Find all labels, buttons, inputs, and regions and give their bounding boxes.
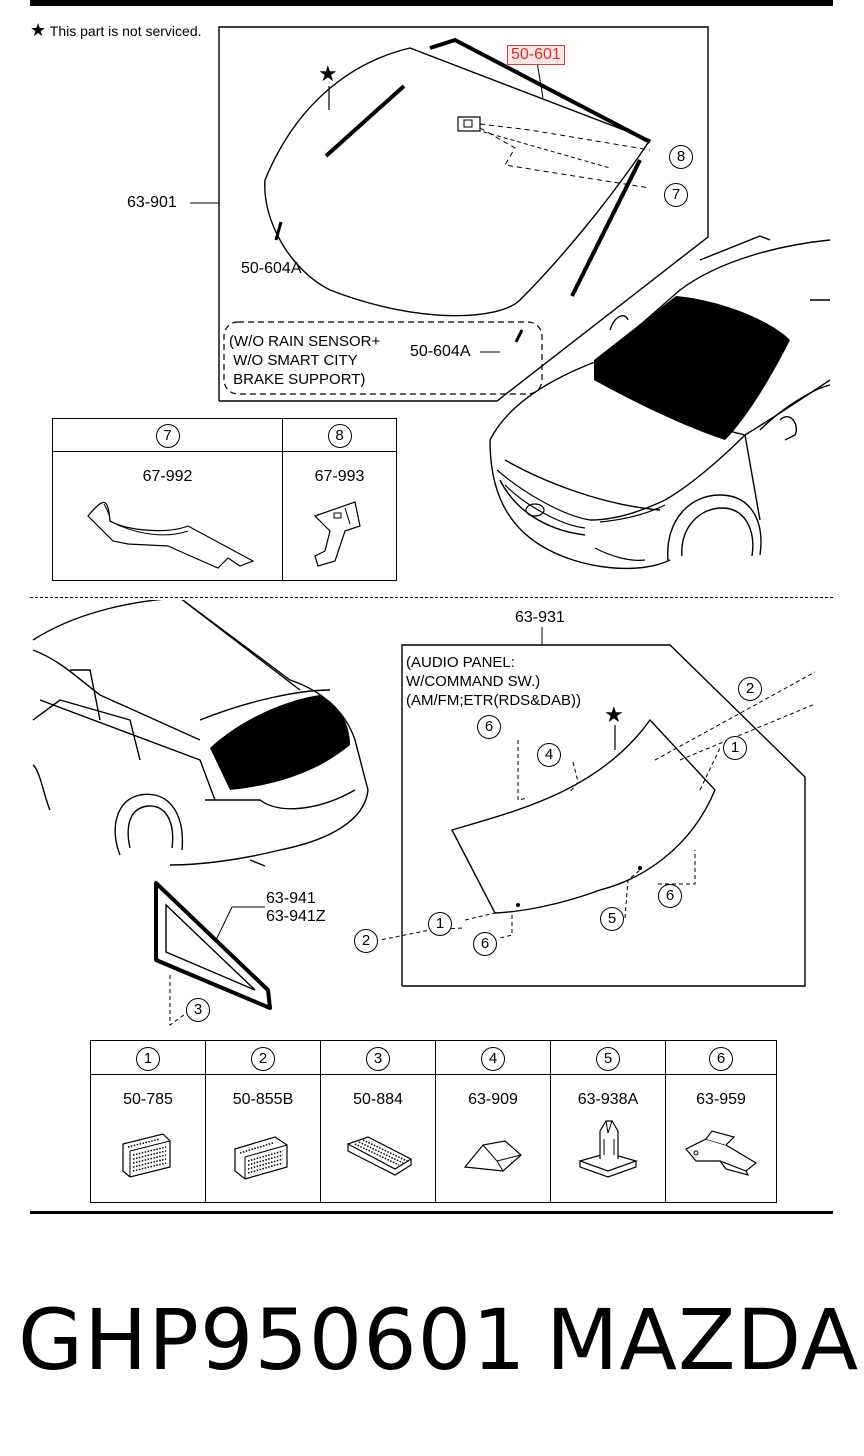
- part-number: 50-884: [353, 1091, 403, 1108]
- callout-6: 6: [709, 1046, 733, 1071]
- clip-bracket-icon: [313, 501, 361, 567]
- label-molding-b: 50-604A: [410, 343, 471, 360]
- callout-3: 3: [186, 998, 210, 1022]
- small-table-header-8: 8: [282, 418, 397, 452]
- section-divider: [30, 597, 833, 598]
- top-rule: [30, 0, 833, 6]
- parts-cell-50-855B: 50-855B: [205, 1074, 321, 1203]
- part-number: 63-938A: [577, 1091, 639, 1108]
- callout-4: 4: [537, 743, 561, 767]
- parts-header-2: 2: [205, 1040, 321, 1075]
- quarter-glass-label-a: 63-941: [266, 890, 316, 907]
- callout-7: 7: [664, 183, 688, 207]
- callout-3: 3: [366, 1046, 390, 1071]
- label-glass: 63-901: [127, 194, 177, 211]
- callout-1: 1: [723, 736, 747, 760]
- parts-header-3: 3: [320, 1040, 436, 1075]
- clip-block-icon: [122, 1133, 171, 1178]
- windshield-diagram: [190, 26, 831, 570]
- small-table-cell-67-992: 67-992: [52, 451, 283, 581]
- callout-4: 4: [481, 1046, 505, 1071]
- label-molding-a: 50-604A: [241, 260, 302, 277]
- part-number: 63-959: [696, 1091, 746, 1108]
- small-table-cell-67-993: 67-993: [282, 451, 397, 581]
- fastener-stud-icon: [578, 1120, 638, 1178]
- bracket-icon: [86, 501, 254, 569]
- star-icon: ★: [318, 61, 338, 86]
- part-number: 50-785: [123, 1091, 173, 1108]
- part-number: 67-993: [314, 468, 365, 485]
- callout-2: 2: [251, 1046, 275, 1071]
- parts-cell-50-884: 50-884: [320, 1074, 436, 1203]
- callout-1: 1: [428, 912, 452, 936]
- parts-header-1: 1: [90, 1040, 206, 1075]
- windshield-condition-note: (W/O RAIN SENSOR+ W/O SMART CITY BRAKE S…: [229, 333, 381, 388]
- rear-diagram: [32, 600, 816, 1026]
- spacer-block-icon: [463, 1140, 522, 1172]
- callout-6: 6: [473, 932, 497, 956]
- callout-6: 6: [477, 715, 501, 739]
- parts-cell-63-938A: 63-938A: [550, 1074, 666, 1203]
- star-icon: ★: [30, 20, 47, 40]
- parts-table: 1 2 3 4 5 6 50-785 50-855B: [90, 1040, 777, 1203]
- part-number: 63-909: [468, 1091, 518, 1108]
- clip-wedge-icon: [234, 1136, 288, 1180]
- callout-7: 7: [155, 424, 180, 448]
- parts-header-5: 5: [550, 1040, 666, 1075]
- callout-8: 8: [327, 424, 352, 448]
- callout-6: 6: [658, 884, 682, 908]
- parts-header-4: 4: [435, 1040, 551, 1075]
- callout-5: 5: [600, 907, 624, 931]
- quarter-glass-label-b: 63-941Z: [266, 908, 326, 925]
- highlight-part-label: 50-601: [507, 45, 565, 65]
- rear-glass-label: 63-931: [515, 609, 565, 626]
- parts-header-6: 6: [665, 1040, 777, 1075]
- small-parts-table: 7 8 67-992 67-993: [52, 418, 397, 581]
- small-table-header-7: 7: [52, 418, 283, 452]
- callout-5: 5: [596, 1046, 620, 1071]
- parts-cell-63-959: 63-959: [665, 1074, 777, 1203]
- rear-condition-note: (AUDIO PANEL: W/COMMAND SW.) (AM/FM;ETR(…: [406, 654, 581, 709]
- bottom-rule: [30, 1211, 833, 1214]
- footer-part-number: GHP950601: [18, 1291, 527, 1389]
- parts-cell-63-909: 63-909: [435, 1074, 551, 1203]
- bracket-clip-icon: [685, 1130, 758, 1176]
- header-note-text: This part is not serviced.: [49, 23, 202, 39]
- callout-1: 1: [136, 1046, 160, 1071]
- star-icon: ★: [604, 702, 624, 727]
- callout-8: 8: [669, 145, 693, 169]
- callout-2: 2: [354, 929, 378, 953]
- part-number: 67-992: [142, 468, 193, 485]
- foam-strip-icon: [346, 1136, 413, 1176]
- part-number: 50-855B: [232, 1091, 294, 1108]
- header-note: ★ This part is not serviced.: [30, 20, 202, 41]
- parts-cell-50-785: 50-785: [90, 1074, 206, 1203]
- callout-2: 2: [738, 677, 762, 701]
- footer-brand: MAZDA: [546, 1291, 860, 1389]
